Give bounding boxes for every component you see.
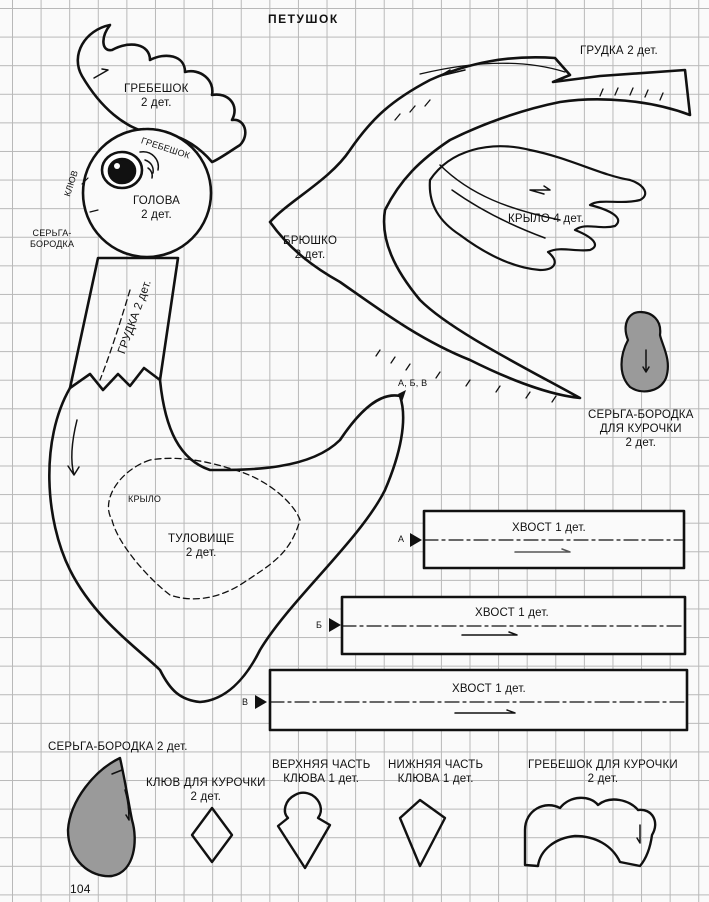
body-wing-mark: КРЫЛО <box>128 494 162 504</box>
wattle-mark: СЕРЬГА-БОРОДКА <box>30 228 75 249</box>
tail-b-letter: Б <box>316 620 323 630</box>
tail-c-piece <box>268 668 689 732</box>
hen-wattle-piece <box>620 310 669 393</box>
eye-icon <box>100 150 160 190</box>
wing-piece <box>428 145 647 272</box>
tail-c-letter: В <box>242 697 249 707</box>
belly-piece <box>268 56 692 400</box>
tail-c-label: ХВОСТ 1 дет. <box>452 683 526 695</box>
lower-beak-piece <box>398 798 447 868</box>
upper-beak-piece <box>276 791 332 870</box>
tail-b-label: ХВОСТ 1 дет. <box>475 607 549 619</box>
tail-a-label: ХВОСТ 1 дет. <box>512 522 586 534</box>
hen-comb-piece <box>523 796 657 868</box>
body-marks-label: А, Б, В <box>398 378 428 388</box>
wattle-label: СЕРЬГА-БОРОДКА 2 дет. <box>48 741 188 753</box>
tail-a-letter: А <box>398 534 405 544</box>
breast-top-label: ГРУДКА 2 дет. <box>580 45 658 57</box>
wattle-piece <box>66 756 136 878</box>
hen-beak-piece <box>190 806 234 864</box>
wing-label: КРЫЛО 4 дет. <box>508 213 585 225</box>
breast-strip-piece <box>68 256 180 392</box>
page-title: ПЕТУШОК <box>268 12 339 26</box>
body-piece <box>48 378 405 704</box>
comb-piece <box>76 23 247 164</box>
page-number: 104 <box>70 882 91 896</box>
